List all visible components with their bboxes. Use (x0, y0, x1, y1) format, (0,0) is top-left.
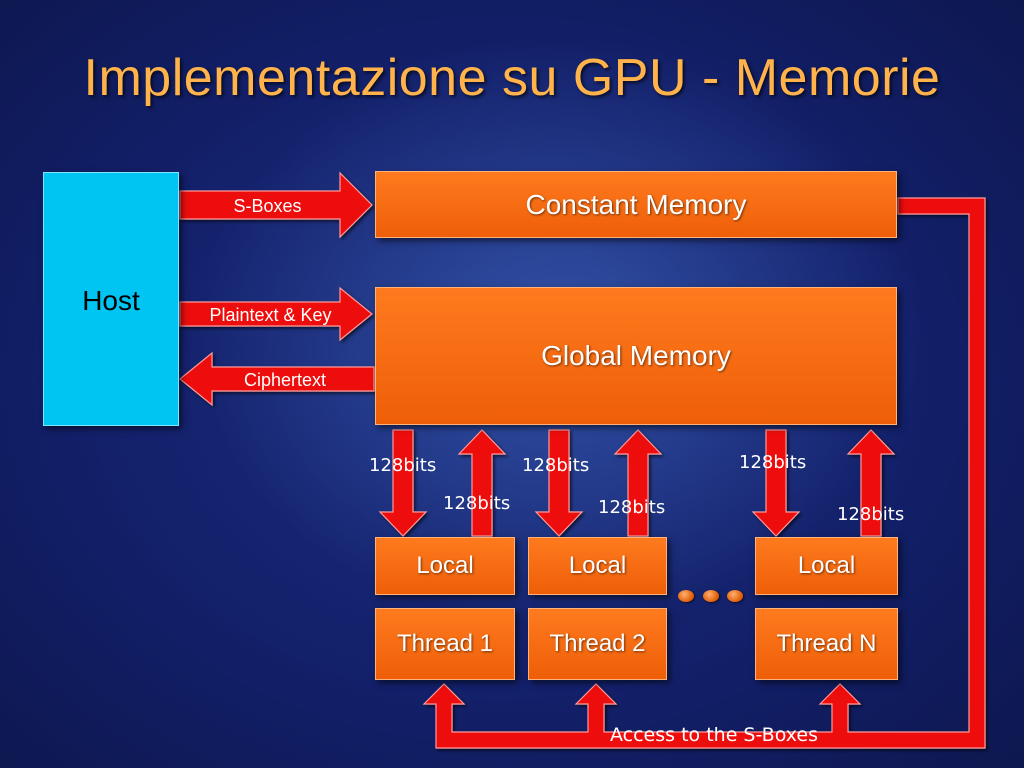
plaintext-key-arrow-label: Plaintext & Key (209, 305, 332, 325)
up-arrow-3 (846, 429, 896, 537)
ellipsis-dot-1 (678, 590, 694, 602)
sboxes-arrow-label: S-Boxes (233, 196, 302, 216)
ciphertext-arrow-label: Ciphertext (243, 370, 327, 390)
thread-box-2: Thread 2 (528, 608, 667, 680)
sboxes-arrow (179, 171, 373, 239)
local-box-1: Local (375, 537, 515, 595)
sbox-access-path (422, 197, 986, 749)
thread-box-n: Thread N (755, 608, 898, 680)
bits-label-up-1: 128bits (443, 493, 511, 514)
ciphertext-arrow (179, 351, 375, 407)
down-arrow-2 (534, 429, 584, 537)
local-box-3: Local (755, 537, 898, 595)
sbox-access-caption: Access to the S-Boxes (610, 724, 818, 746)
plaintext-key-arrow (179, 286, 373, 342)
host-box: Host (43, 172, 179, 426)
constant-memory-box: Constant Memory (375, 171, 897, 238)
bits-label-up-2: 128bits (598, 497, 666, 518)
global-memory-box: Global Memory (375, 287, 897, 425)
bits-label-up-3: 128bits (837, 504, 905, 525)
slide-title: Implementazione su GPU - Memorie (83, 49, 941, 107)
thread-box-1: Thread 1 (375, 608, 515, 680)
up-arrow-2 (613, 429, 663, 537)
bits-label-down-3: 128bits (739, 452, 807, 473)
up-arrow-1 (457, 429, 507, 537)
local-box-2: Local (528, 537, 667, 595)
down-arrow-3 (751, 429, 801, 537)
down-arrow-1 (378, 429, 428, 537)
bits-label-down-2: 128bits (522, 455, 590, 476)
bits-label-down-1: 128bits (369, 455, 437, 476)
ellipsis-dot-2 (703, 590, 719, 602)
ellipsis-dot-3 (727, 590, 743, 602)
